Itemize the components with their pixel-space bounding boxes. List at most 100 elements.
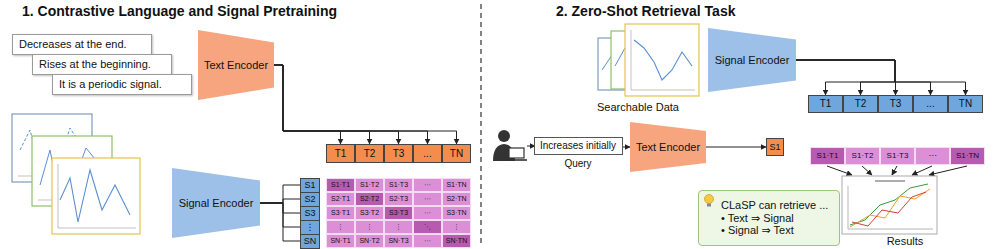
signal-plot-stack [12,114,140,234]
node-text: SN [304,236,317,246]
node-text: T2 [364,148,376,160]
signal-embedding: ⋮ [300,220,320,235]
text-card: Rises at the beginning. [32,54,172,75]
caption-label: Results [875,235,935,248]
similarity-cell: S1·T3 [384,178,413,192]
similarity-cell: SN·T3 [384,234,413,248]
similarity-cell: ⋯ [413,234,442,248]
text-embedding: T3 [384,144,413,163]
signal-embedding: TN [948,95,983,113]
trapezoid-shape [708,28,796,92]
node-text: T2 [855,98,867,110]
node-text: • Signal ⇒ Text [721,224,794,237]
node-text: • Text ⇒ Signal [721,212,794,225]
text-embedding: T2 [355,144,384,163]
node-text: Text Encoder [204,59,268,72]
similarity-cell: S2·TN [442,192,471,206]
connector [260,203,300,213]
node-text: T1 [820,98,832,110]
trapezoid-shape [630,122,706,172]
similarity-cell: ⋮ [355,220,384,234]
node-text: Signal Encoder [179,197,254,210]
similarity-cell: ⋮ [326,220,355,234]
node-text: T1 [335,148,347,160]
node-text: It is a periodic signal. [59,78,162,91]
similarity-cell: S3·T2 [355,206,384,220]
encoder-block: Text Encoder [630,122,706,172]
caption-label: Searchable Data [597,101,679,114]
connector [796,60,966,95]
similarity-cell: S3·T1 [326,206,355,220]
result-arrows [827,166,967,175]
connector [274,65,341,144]
text-embedding: TN [442,144,471,163]
similarity-cell: ⋮ [384,220,413,234]
connector [706,147,766,148]
connector [796,60,896,95]
signal-embedding: S3 [300,206,320,221]
node-text: S3 [304,208,315,218]
query-box: Increases initially [534,137,623,155]
encoder-block: Signal Encoder [172,168,260,238]
node-text: ⋮ [306,222,315,232]
connector [260,199,300,203]
trapezoid-shape [198,30,274,100]
text-embedding: ... [413,144,442,163]
results-chart [842,176,937,234]
similarity-cell: ⋯ [915,147,950,165]
signal-embedding: T1 [808,95,843,113]
caption-label: Query [548,158,608,170]
node-text: ... [926,98,934,110]
text-card: It is a periodic signal. [52,74,192,95]
similarity-cell: ⋯ [413,192,442,206]
node-text: S1 [304,180,315,190]
similarity-cell: S1·T1 [326,178,355,192]
node-text: TN [450,148,463,160]
encoder-block: Signal Encoder [708,28,796,92]
similarity-cell: S1·TN [442,178,471,192]
node-text: Decreases at the end. [19,38,127,51]
connector [274,65,428,144]
signal-embedding: ... [913,95,948,113]
encoder-block: Text Encoder [198,30,274,100]
similarity-cell: S1·T3 [880,147,915,165]
connector [260,185,300,203]
node-text: Text Encoder [636,141,700,154]
connector [796,60,931,95]
query-embedding: S1 [766,138,784,156]
similarity-cell: S3·T3 [384,206,413,220]
text-card: Decreases at the end. [12,34,152,55]
section-title: 1. Contrastive Language and Signal Pretr… [22,3,337,19]
similarity-cell: S1·T2 [355,178,384,192]
node-text: T3 [393,148,405,160]
node-text: TN [959,98,972,110]
similarity-cell: S1·T2 [845,147,880,165]
signal-embedding: S2 [300,192,320,207]
note-box: CLaSP can retrieve ...• Text ⇒ Signal• S… [698,190,840,246]
node-text: T3 [890,98,902,110]
node-text: Signal Encoder [715,54,790,67]
node-text: Increases initially [540,140,616,152]
connector [796,60,895,95]
section-title: 2. Zero-Shot Retrieval Task [556,3,735,19]
signal-embedding: SN [300,234,320,249]
similarity-cell: S2·T2 [355,192,384,206]
similarity-cell: S2·T3 [384,192,413,206]
node-text: S2 [304,194,315,204]
similarity-cell: S3·TN [442,206,471,220]
similarity-cell: SN·T1 [326,234,355,248]
trapezoid-shape [172,168,260,238]
signal-embedding: T3 [878,95,913,113]
similarity-cell: ⋯ [413,178,442,192]
similarity-cell: S1·TN [950,147,985,165]
connector [260,203,300,241]
connector [623,147,631,148]
connector [260,203,300,227]
similarity-cell: SN·TN [442,234,471,248]
similarity-cell: ⋯ [413,206,442,220]
connector [274,65,370,144]
similarity-cell: SN·T2 [355,234,384,248]
connector [796,60,895,95]
connector [274,65,457,144]
